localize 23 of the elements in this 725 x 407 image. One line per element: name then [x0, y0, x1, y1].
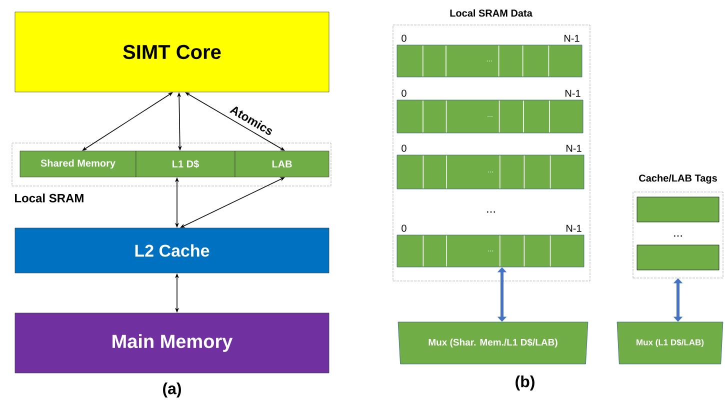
block-box: Shared Memory: [20, 150, 136, 178]
index-label: 0: [402, 90, 406, 97]
index-label: N-1: [566, 224, 582, 232]
block-box: L2 Cache: [14, 228, 330, 274]
index-label: 0: [402, 144, 406, 152]
index-label: N-1: [566, 144, 582, 152]
group-heading: Local SRAM: [15, 194, 84, 202]
tag-bar: [636, 244, 720, 270]
group-heading: Local SRAM Data: [450, 9, 532, 17]
mux-trapezoid: Mux (L1 D$/LAB): [616, 322, 724, 364]
ellipsis: ...: [487, 211, 495, 213]
group-heading: Cache/LAB Tags: [639, 174, 717, 184]
block-box: L1 D$: [136, 150, 236, 178]
index-label: N-1: [566, 90, 580, 97]
ellipsis: ...: [674, 235, 682, 237]
block-box: SIMT Core: [14, 12, 330, 92]
mux-trapezoid: Mux (Shar. Mem./L1 D$/LAB): [398, 322, 588, 364]
index-label: 0: [402, 224, 406, 232]
index-label: N-1: [564, 34, 580, 42]
tag-bar: [636, 196, 720, 222]
block-box: LAB: [234, 150, 330, 178]
index-label: 0: [402, 34, 406, 42]
block-box: Main Memory: [14, 312, 330, 374]
